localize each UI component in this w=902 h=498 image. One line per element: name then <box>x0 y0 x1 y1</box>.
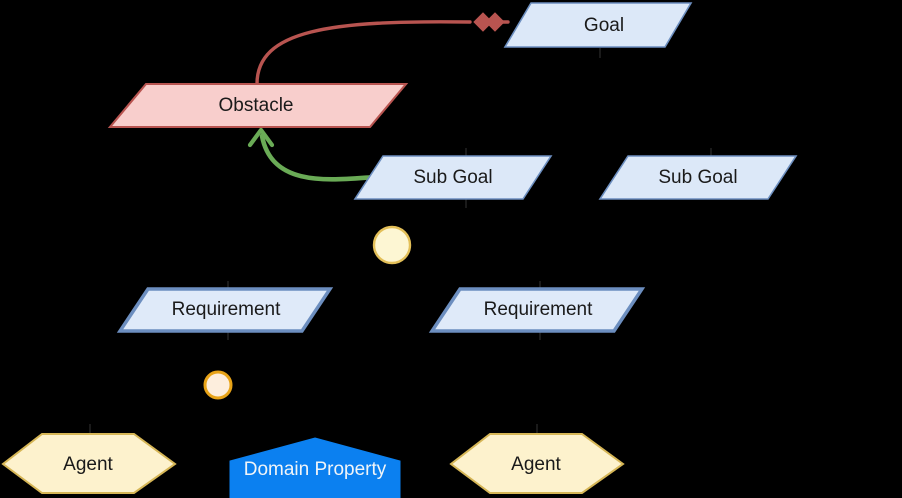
subgoal-right-shape[interactable] <box>598 155 798 200</box>
node-subgoal-right[interactable]: Sub Goal <box>598 155 798 200</box>
domain-property-shape[interactable] <box>229 437 401 498</box>
operator-and-upper[interactable] <box>372 225 412 265</box>
edge-resolution[interactable] <box>247 127 378 182</box>
node-agent-right[interactable]: Agent <box>449 433 625 494</box>
operator-and-lower[interactable] <box>203 370 233 400</box>
edge-resolution-path[interactable] <box>259 133 378 182</box>
node-goal[interactable]: Goal <box>503 2 693 48</box>
goal-shape[interactable] <box>503 2 693 48</box>
requirement-left-shape[interactable] <box>116 287 334 333</box>
edge-obstruction[interactable] <box>255 12 510 86</box>
node-requirement-left[interactable]: Requirement <box>116 287 334 333</box>
node-requirement-right[interactable]: Requirement <box>428 287 646 333</box>
node-subgoal-left[interactable]: Sub Goal <box>353 155 553 200</box>
obstacle-shape[interactable] <box>107 82 409 129</box>
obstruction-marker-inner <box>473 12 493 32</box>
refinement-operator-circle[interactable] <box>372 225 412 265</box>
node-agent-left[interactable]: Agent <box>1 433 177 494</box>
responsibility-operator-circle[interactable] <box>203 370 233 400</box>
node-obstacle[interactable]: Obstacle <box>107 82 409 129</box>
requirement-right-shape[interactable] <box>428 287 646 333</box>
edge-obstruction-path[interactable] <box>255 20 472 86</box>
resolution-arrowhead <box>247 127 275 148</box>
agent-right-shape[interactable] <box>449 433 625 494</box>
subgoal-left-shape[interactable] <box>353 155 553 200</box>
agent-left-shape[interactable] <box>1 433 177 494</box>
node-domain-property[interactable]: Domain Property <box>229 437 401 498</box>
